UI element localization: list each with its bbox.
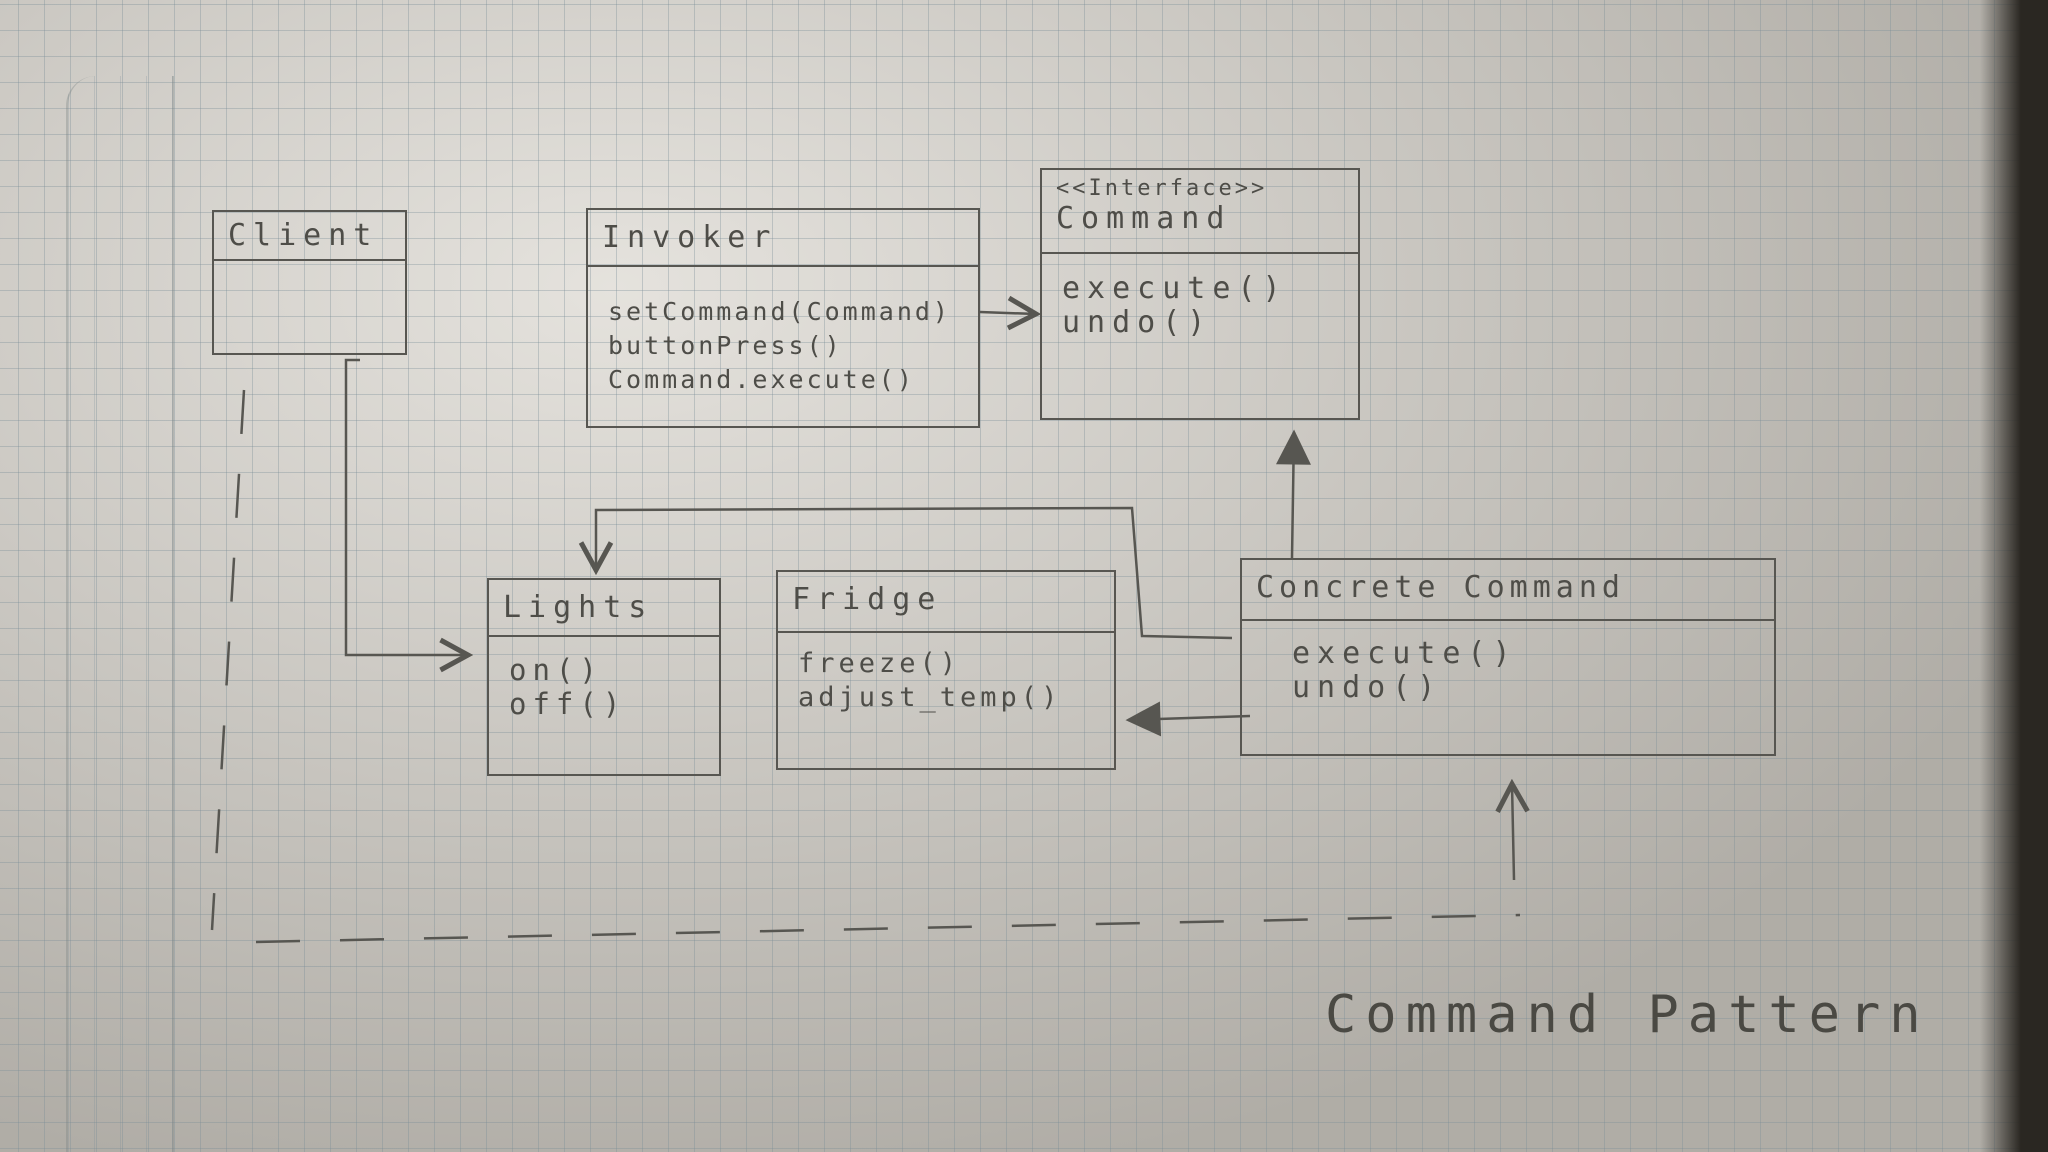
concrete-to-command-realization	[1275, 429, 1311, 559]
interface-stereotype: <<Interface>>	[1056, 176, 1268, 201]
class-concrete-command: Concrete Command execute() undo()	[1240, 558, 1776, 756]
client-to-lights-association	[344, 358, 468, 655]
invoker-to-command-association	[979, 312, 1036, 314]
class-command-operations: execute() undo()	[1042, 254, 1358, 350]
class-concrete-command-name: Concrete Command	[1242, 560, 1774, 621]
operation: setCommand(Command)	[608, 297, 951, 326]
dependency-arrowhead-line	[1512, 784, 1514, 881]
operation: buttonPress()	[608, 331, 843, 360]
class-command-name: Command	[1056, 201, 1232, 236]
client-to-concrete-dependency	[210, 389, 1521, 944]
operation: freeze()	[798, 648, 961, 679]
class-fridge: Fridge freeze() adjust_temp()	[776, 570, 1116, 770]
class-lights-name: Lights	[489, 580, 719, 637]
notebook-margin	[66, 76, 174, 1152]
class-invoker: Invoker setCommand(Command) buttonPress(…	[586, 208, 980, 428]
operation: execute()	[1062, 271, 1288, 306]
class-fridge-name: Fridge	[778, 572, 1114, 633]
class-client: Client	[212, 210, 407, 355]
class-command-header: <<Interface>> Command	[1042, 170, 1358, 254]
operation: Command.execute()	[608, 365, 915, 394]
operation: undo()	[1062, 305, 1213, 340]
operation: adjust_temp()	[798, 682, 1062, 713]
class-invoker-name: Invoker	[588, 210, 978, 267]
page-edge-shadow	[1980, 0, 2048, 1152]
class-lights: Lights on() off()	[487, 578, 721, 776]
class-command-interface: <<Interface>> Command execute() undo()	[1040, 168, 1360, 420]
operation: on()	[509, 653, 603, 687]
class-concrete-command-operations: execute() undo()	[1242, 621, 1774, 715]
class-lights-operations: on() off()	[489, 637, 719, 731]
diagram-title: Command Pattern	[1325, 985, 1930, 1045]
class-invoker-operations: setCommand(Command) buttonPress() Comman…	[588, 267, 978, 407]
concrete-to-fridge-association	[1125, 701, 1251, 737]
operation: off()	[509, 687, 627, 721]
operation: execute()	[1292, 636, 1518, 671]
class-client-name: Client	[214, 212, 405, 261]
class-fridge-operations: freeze() adjust_temp()	[778, 633, 1114, 725]
operation: undo()	[1292, 670, 1443, 705]
concrete-to-lights-association	[596, 506, 1233, 640]
